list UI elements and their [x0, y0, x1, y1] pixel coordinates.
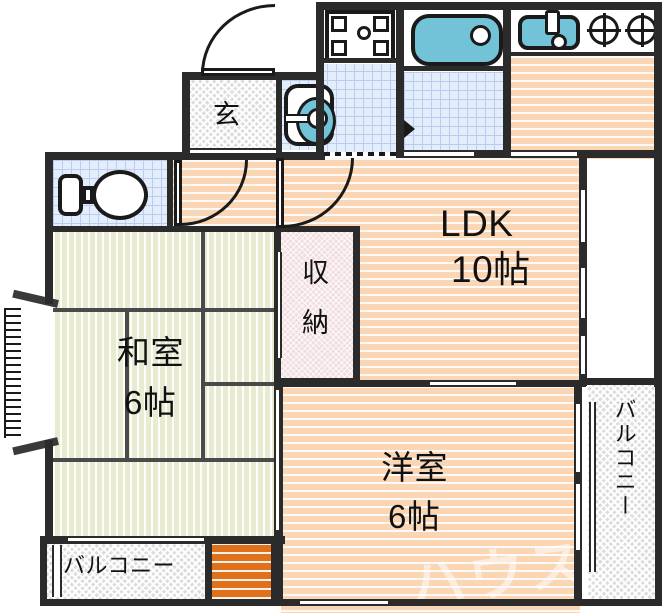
wall-tub-kitchen-divider	[503, 2, 511, 157]
entrance-door-swing	[201, 4, 275, 74]
wall-kitchen-counter-line	[511, 52, 662, 56]
closet-floor	[281, 230, 357, 382]
window-ldk-right-3[interactable]	[579, 336, 587, 374]
wall-outer-left-lower	[45, 440, 53, 544]
sliding-door-washitsu-balcony[interactable]	[68, 536, 204, 543]
wall-closet-top	[276, 226, 360, 232]
bay-window-icon	[4, 308, 21, 438]
balcony-bottom-rail	[52, 545, 62, 597]
wall-genkan-left	[182, 72, 190, 154]
wall-toilet-bottom	[45, 226, 285, 232]
kitchen-counter-floor	[511, 56, 662, 159]
closet-door-left[interactable]	[276, 252, 282, 358]
window-ldk-top-left[interactable]	[404, 150, 474, 158]
wall-washer-tub-divider	[396, 2, 404, 154]
window-yoshitsu-right-1[interactable]	[574, 404, 582, 472]
genkan-threshold	[190, 148, 276, 155]
bathroom-door-arrow-icon	[404, 120, 415, 138]
window-ldk-top-right[interactable]	[511, 150, 577, 158]
wall-main-top-left	[45, 152, 325, 160]
wall-entry-step-left	[205, 540, 212, 606]
tatami-seam	[201, 382, 278, 386]
wall-entry-step-right	[271, 540, 278, 606]
tatami-seam	[125, 308, 129, 462]
balcony-bottom-floor	[47, 542, 210, 600]
bathtub-icon	[411, 14, 503, 66]
toilet-tank-icon	[58, 174, 83, 216]
wall-balcony-right-top	[582, 378, 662, 385]
balcony-right-rail	[589, 402, 596, 572]
bathroom-tile-floor	[404, 72, 509, 152]
wall-balcony-right-bottom	[582, 599, 662, 606]
yoshitsu-floor	[281, 386, 580, 613]
stove-burner-icon	[625, 13, 659, 47]
sliding-door-ldk-yoshitsu[interactable]	[430, 380, 516, 387]
tatami-seam	[53, 458, 278, 462]
wall-genkan-right	[276, 78, 282, 154]
balcony-right-floor	[588, 382, 662, 604]
washing-machine-icon	[325, 10, 395, 62]
wall-balcony-bottom-bottom	[40, 599, 285, 606]
tatami-seam	[201, 231, 205, 308]
wall-bathtub-bottom	[404, 66, 504, 71]
stove-burner-icon	[587, 13, 621, 47]
window-ldk-right-1[interactable]	[579, 190, 587, 242]
window-yoshitsu-right-2[interactable]	[574, 484, 582, 550]
sliding-door-washitsu-ldk[interactable]	[274, 390, 281, 530]
wall-washer-bottom	[318, 58, 398, 63]
tatami-seam	[201, 382, 205, 462]
wall-balcony-bottom-left	[40, 536, 47, 606]
wall-right-outer-top	[654, 2, 662, 387]
kitchen-sink-icon	[518, 10, 580, 50]
window-ldk-right-2[interactable]	[579, 268, 587, 318]
wall-yoshitsu-bottom	[276, 599, 582, 606]
genkan-floor	[186, 78, 278, 150]
wash-basin-icon	[284, 84, 336, 146]
wall-top-fixtures	[316, 2, 662, 10]
tatami-seam	[201, 308, 205, 386]
toilet-icon	[92, 170, 148, 220]
threshold-dotted-line	[324, 152, 396, 156]
entry-step	[211, 543, 276, 603]
wall-balcony-right-outer	[655, 378, 662, 606]
wall-toilet-right	[167, 158, 173, 228]
tatami-seam	[53, 308, 278, 312]
wall-genkan-top	[182, 72, 322, 80]
window-yoshitsu-bottom[interactable]	[300, 599, 388, 606]
wall-closet-right	[353, 226, 360, 384]
